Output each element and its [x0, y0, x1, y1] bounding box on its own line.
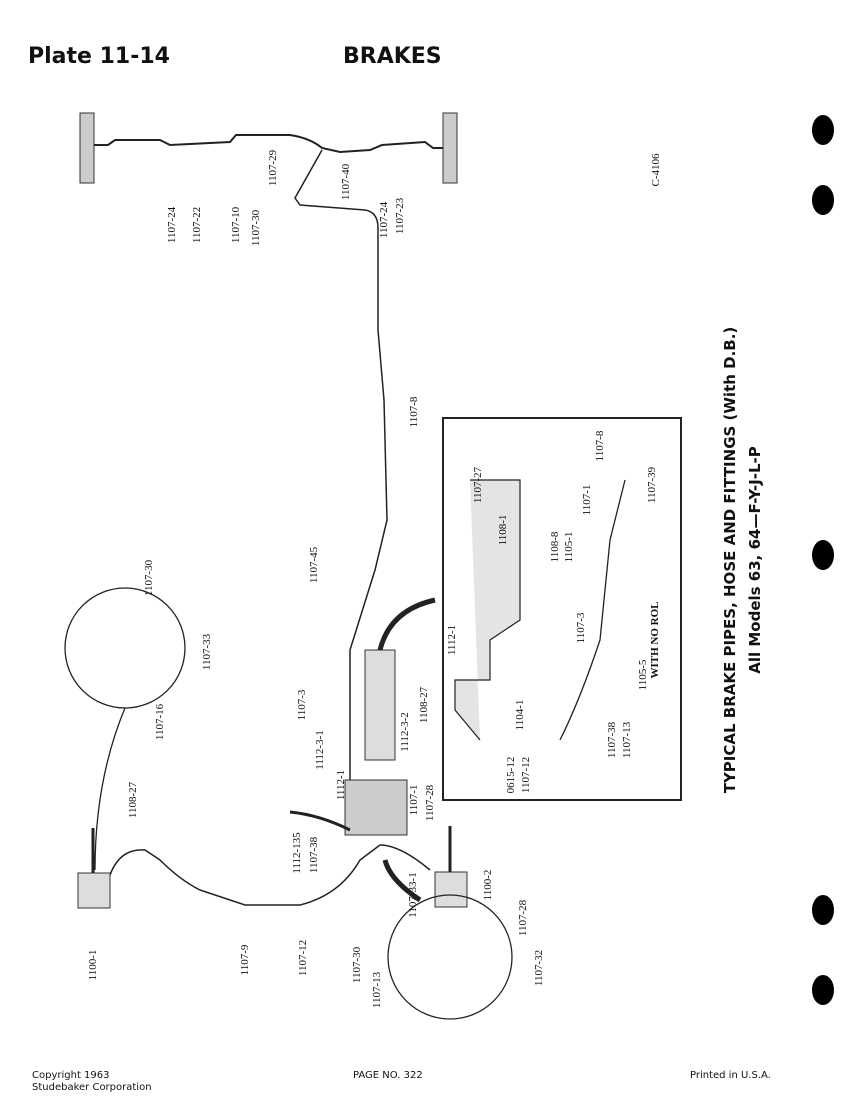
part-label: 1107-38 — [308, 836, 320, 874]
part-label: 1112-3-1 — [314, 730, 326, 770]
part-label: 1107-38 — [606, 721, 618, 759]
part-label: 1107-3 — [575, 612, 587, 644]
part-label: 1112-1 — [335, 769, 347, 801]
part-label: 1107-9 — [239, 944, 251, 976]
part-label: 1107-24 — [166, 206, 178, 244]
figure-code: C-4106 — [650, 153, 662, 187]
part-label: 1108-8 — [549, 531, 561, 563]
part-label: 0615-12 — [505, 756, 517, 794]
part-label: 1108-27 — [418, 686, 430, 724]
part-label: 1100-1 — [87, 949, 99, 981]
punch-hole — [812, 975, 834, 1005]
part-label: 1105-5 — [637, 659, 649, 691]
section-title: BRAKES — [343, 44, 442, 69]
detail-circle-top — [64, 587, 186, 709]
punch-hole — [812, 185, 834, 215]
part-label: 1107-30 — [250, 209, 262, 247]
master-cylinder — [344, 779, 408, 836]
part-label: 1108-27 — [127, 781, 139, 819]
front-left-wheel — [77, 872, 111, 909]
part-label: 1107-29 — [267, 149, 279, 187]
part-label: 1107-45 — [308, 546, 320, 584]
booster — [364, 649, 396, 761]
rear-left-drum — [79, 112, 95, 184]
punch-hole — [812, 895, 834, 925]
part-label: 1107-16 — [154, 703, 166, 741]
rear-axle-pipe — [94, 134, 443, 154]
copyright: Copyright 1963 Studebaker Corporation — [32, 1070, 152, 1094]
copyright-year: Copyright 1963 — [32, 1070, 110, 1081]
part-label: 1100-2 — [482, 869, 494, 901]
note-label: WITH NO ROL — [649, 601, 661, 679]
part-label: 1107-8 — [594, 430, 606, 462]
part-label: 1107-1 — [408, 784, 420, 816]
part-label: 1107-30 — [351, 946, 363, 984]
punch-hole — [812, 540, 834, 570]
part-label: 1107-32 — [533, 949, 545, 987]
hose-1112-135 — [289, 810, 351, 832]
part-label: 1108-1 — [497, 514, 509, 546]
part-label: 1107-24 — [378, 201, 390, 239]
plate-number: Plate 11-14 — [28, 44, 170, 69]
part-label: 1107-39 — [646, 466, 658, 504]
part-label: 1107-28 — [517, 899, 529, 937]
rear-right-drum — [442, 112, 458, 184]
part-label: 1107-13 — [371, 971, 383, 1009]
part-label: 1107-28 — [424, 784, 436, 822]
detail-circle-bottom — [387, 894, 513, 1020]
printed-in: Printed in U.S.A. — [690, 1070, 771, 1081]
part-label: 1107-33-1 — [407, 872, 419, 918]
part-label: 1104-1 — [514, 699, 526, 731]
part-label: 1105-1 — [563, 531, 575, 563]
punch-hole — [812, 115, 834, 145]
part-label: 1107-33 — [201, 633, 213, 671]
part-label: 1107-3 — [296, 689, 308, 721]
inset-box — [442, 417, 682, 801]
part-label: 1107-12 — [520, 756, 532, 794]
part-label: 1107-22 — [191, 206, 203, 244]
part-label: 1107-12 — [297, 939, 309, 977]
figure-subtitle: All Models 63, 64—F-Y-J-L-P — [746, 446, 764, 674]
company-name: Studebaker Corporation — [32, 1082, 152, 1093]
part-label: 1112-135 — [291, 832, 303, 874]
part-label: 1107-1 — [581, 484, 593, 516]
part-label: 1107-30 — [143, 559, 155, 597]
front-pipe — [109, 844, 431, 906]
part-label: 1112-1 — [446, 624, 458, 656]
page-number: PAGE NO. 322 — [353, 1070, 423, 1081]
part-label: 1107-10 — [230, 206, 242, 244]
front-right-wheel — [434, 871, 468, 908]
part-label: 1107-8 — [408, 396, 420, 428]
part-label: 1107-23 — [394, 197, 406, 235]
part-label: 1107-27 — [472, 466, 484, 504]
part-label: 1107-13 — [621, 721, 633, 759]
rear-hose — [294, 149, 388, 800]
figure-title: TYPICAL BRAKE PIPES, HOSE AND FITTINGS (… — [721, 326, 739, 794]
part-label: 1112-3-2 — [399, 712, 411, 752]
part-label: 1107-40 — [340, 163, 352, 201]
